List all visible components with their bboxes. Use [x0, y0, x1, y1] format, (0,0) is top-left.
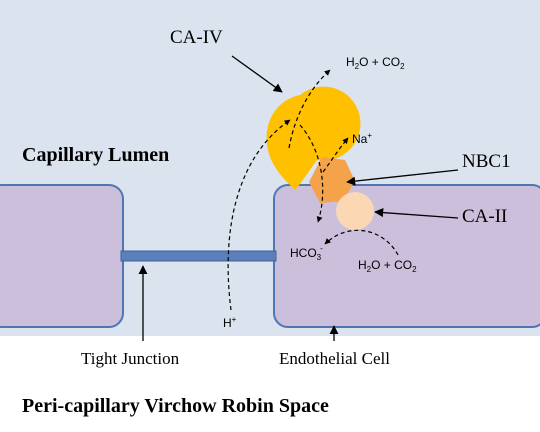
h2o-co2-top-formula: H2O + CO2: [346, 55, 405, 71]
endothelial-cell-label: Endothelial Cell: [279, 349, 390, 368]
ca-ii-label: CA-II: [462, 206, 507, 227]
na-transport-arrow: [322, 137, 349, 173]
ca-ii-enzyme: [336, 192, 374, 230]
h-plus-transport-arrow: [227, 119, 291, 311]
ca-ii-reaction-arrow: [324, 229, 399, 256]
hco3-uptake-arrow: [299, 124, 324, 223]
nbc1-transporter: [309, 157, 355, 203]
na-ion-label: Na+: [352, 131, 372, 146]
left-endothelial-cell: [0, 184, 124, 328]
virchow-robin-space-label: Peri-capillary Virchow Robin Space: [22, 395, 329, 417]
h-plus-ion-label: H+: [223, 315, 237, 330]
co2-release-arrow: [288, 69, 331, 149]
nbc1-label: NBC1: [462, 151, 511, 172]
nbc1-pointer-arrow: [346, 169, 459, 186]
tight-junction-bar: [120, 250, 277, 262]
virchow-robin-space-region: [0, 336, 540, 432]
ca-iv-label: CA-IV: [170, 27, 223, 48]
ca-iv-pointer-arrow: [231, 55, 283, 93]
capillary-lumen-label: Capillary Lumen: [22, 144, 169, 166]
ca-ii-pointer-arrow: [374, 208, 459, 219]
hco3-ion-label: HCO3-: [290, 244, 323, 262]
h2o-co2-bottom-formula: H2O + CO2: [358, 258, 417, 274]
ca-iv-enzyme: [266, 86, 361, 190]
tight-junction-label: Tight Junction: [81, 349, 180, 368]
